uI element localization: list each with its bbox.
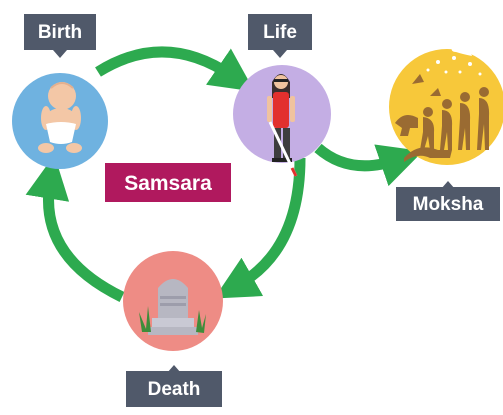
samsara-label: Samsara xyxy=(124,172,212,195)
woman-with-cane-icon xyxy=(267,74,298,177)
death-label-box: Death xyxy=(126,365,222,407)
birth-label: Birth xyxy=(38,22,82,43)
moksha-node xyxy=(389,40,503,165)
sparkles-icon xyxy=(426,56,482,76)
dove-icon xyxy=(451,40,472,56)
arrow-life-to-death xyxy=(214,157,306,299)
birth-node xyxy=(12,73,108,169)
life-label-box: Life xyxy=(248,14,312,58)
death-label: Death xyxy=(148,379,201,400)
cycle-arrows xyxy=(25,46,424,302)
moksha-label-box: Moksha xyxy=(396,181,500,221)
moksha-label: Moksha xyxy=(413,194,484,215)
gravestone-icon xyxy=(139,279,206,335)
baby-icon xyxy=(38,82,82,153)
death-node xyxy=(123,251,223,351)
arrow-death-to-birth xyxy=(25,154,125,302)
birth-label-box: Birth xyxy=(24,14,96,58)
samsara-label-box: Samsara xyxy=(105,163,231,202)
life-node xyxy=(233,65,331,177)
arrow-life-to-moksha xyxy=(314,143,424,187)
evolution-icon xyxy=(395,74,490,162)
life-label: Life xyxy=(263,22,297,43)
arrow-birth-to-life xyxy=(95,46,255,92)
